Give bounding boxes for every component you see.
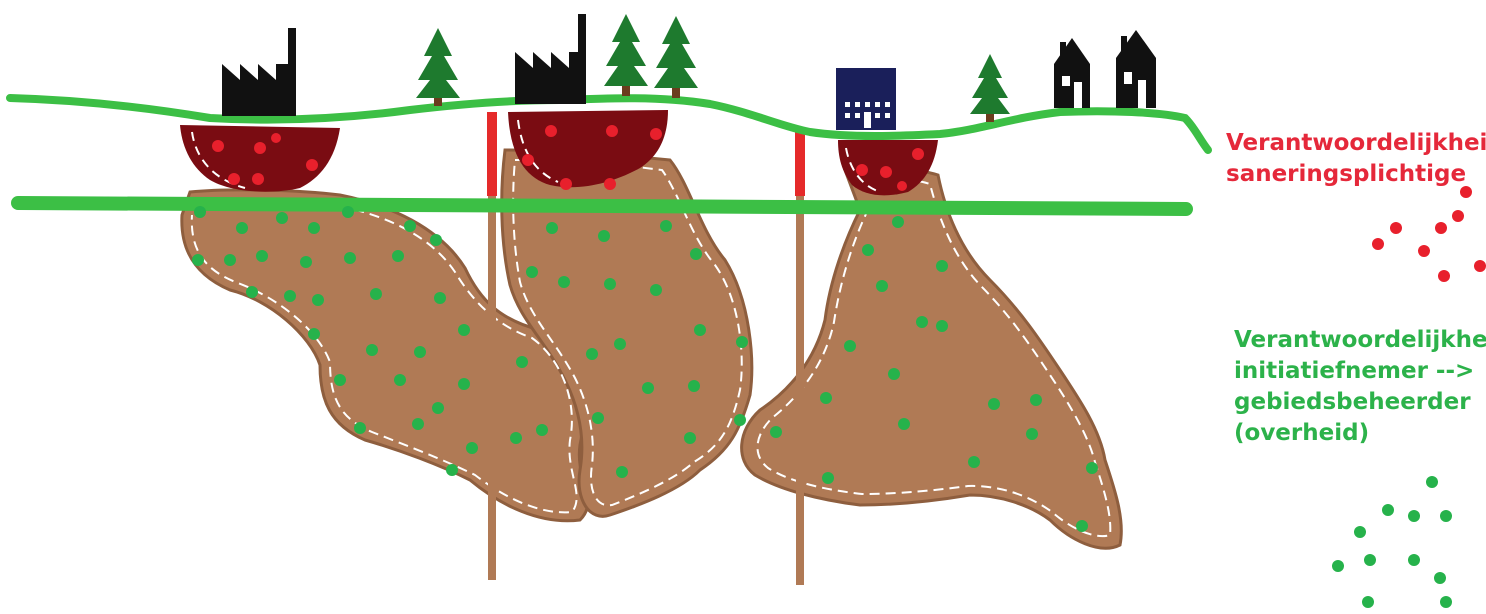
office-building-icon <box>836 68 896 130</box>
legend-red-line-1: Verantwoordelijkheid <box>1226 128 1476 159</box>
legend-green-dots <box>1332 476 1452 608</box>
legend-green-line-3: gebiedsbeheerder <box>1234 387 1484 418</box>
well-2-screen <box>795 130 805 196</box>
legend-red-dots <box>1372 186 1486 282</box>
legend-green-line-1: Verantwoordelijkheid <box>1234 325 1484 356</box>
factory-icon <box>515 14 586 104</box>
well-1-casing <box>488 195 496 580</box>
pine-tree-icon <box>416 28 460 106</box>
legend-polluter-responsibility: Verantwoordelijkheid saneringsplichtige <box>1226 128 1476 190</box>
legend-red-line-2: saneringsplichtige <box>1226 159 1476 190</box>
legend-green-line-4: (overheid) <box>1234 418 1484 449</box>
house-icon <box>1054 38 1090 108</box>
groundwater-level-line <box>18 203 1186 209</box>
house-icon <box>1116 30 1156 108</box>
pine-tree-icon <box>970 54 1010 122</box>
legend-initiator-responsibility: Verantwoordelijkheid initiatiefnemer -->… <box>1234 325 1484 449</box>
well-2-casing <box>796 195 804 585</box>
well-1-screen <box>487 112 497 196</box>
pine-tree-icon <box>604 14 648 96</box>
factory-icon <box>222 28 296 116</box>
pine-tree-icon <box>654 16 698 98</box>
legend-green-line-2: initiatiefnemer --> <box>1234 356 1484 387</box>
